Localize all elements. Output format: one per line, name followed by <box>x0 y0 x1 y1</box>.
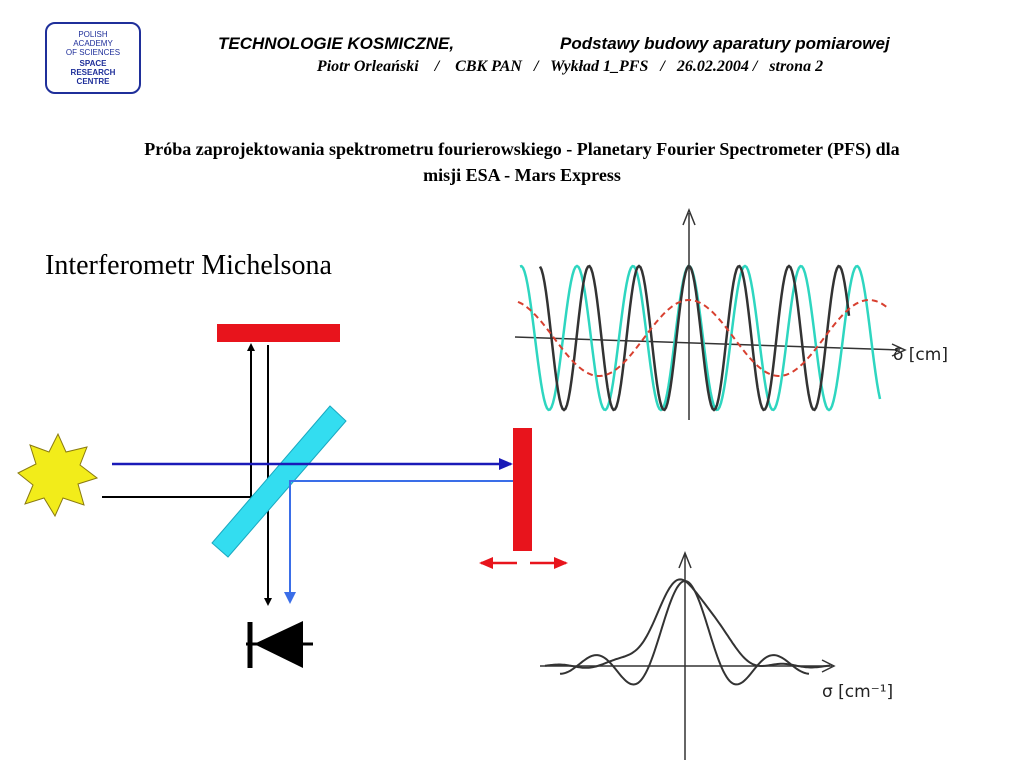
wave-dark <box>538 264 851 412</box>
spectrum-x-label: σ [cm⁻¹] <box>822 682 893 702</box>
logo-text: OF SCIENCES <box>65 48 121 57</box>
logo-text: CENTRE <box>76 77 110 86</box>
slide-title-line: misji ESA - Mars Express <box>423 165 621 185</box>
spectrum-graph: σ [cm⁻¹] <box>540 550 893 760</box>
fixed-mirror <box>217 324 340 342</box>
beam-splitter <box>211 405 347 558</box>
logo-text: ACADEMY <box>73 39 113 48</box>
spectrum-curve-narrow <box>544 578 831 669</box>
detector-diode-icon <box>246 621 313 668</box>
section-heading: Interferometr Michelsona <box>45 250 332 281</box>
logo-text: SPACE <box>79 59 107 68</box>
moving-mirror <box>513 428 532 551</box>
interferogram-x-label: δ [cm] <box>893 345 948 365</box>
logo-text: POLISH <box>78 30 108 39</box>
light-source-icon <box>17 432 99 518</box>
spectrum-curve-wide <box>559 579 810 686</box>
slide-title-line: Próba zaprojektowania spektrometru fouri… <box>144 139 900 159</box>
header-course-name: TECHNOLOGIE KOSMICZNE, <box>218 34 455 53</box>
beam-path-return <box>284 480 513 604</box>
header-author-line: Piotr Orleański / CBK PAN / Wykład 1_PFS… <box>316 58 824 75</box>
wave-red <box>517 299 889 377</box>
logo-text: RESEARCH <box>70 68 116 77</box>
interferogram-graph: δ [cm] <box>514 207 948 420</box>
slide-title: Próba zaprojektowania spektrometru fouri… <box>30 136 1014 188</box>
header-course: TECHNOLOGIE KOSMICZNE, Podstawy budowy a… <box>218 34 978 54</box>
beam-path-black <box>102 343 255 498</box>
cbk-logo: POLISH ACADEMY OF SCIENCES SPACE RESEARC… <box>45 22 141 94</box>
header-lecture-topic: Podstawy budowy aparatury pomiarowej <box>560 34 890 53</box>
